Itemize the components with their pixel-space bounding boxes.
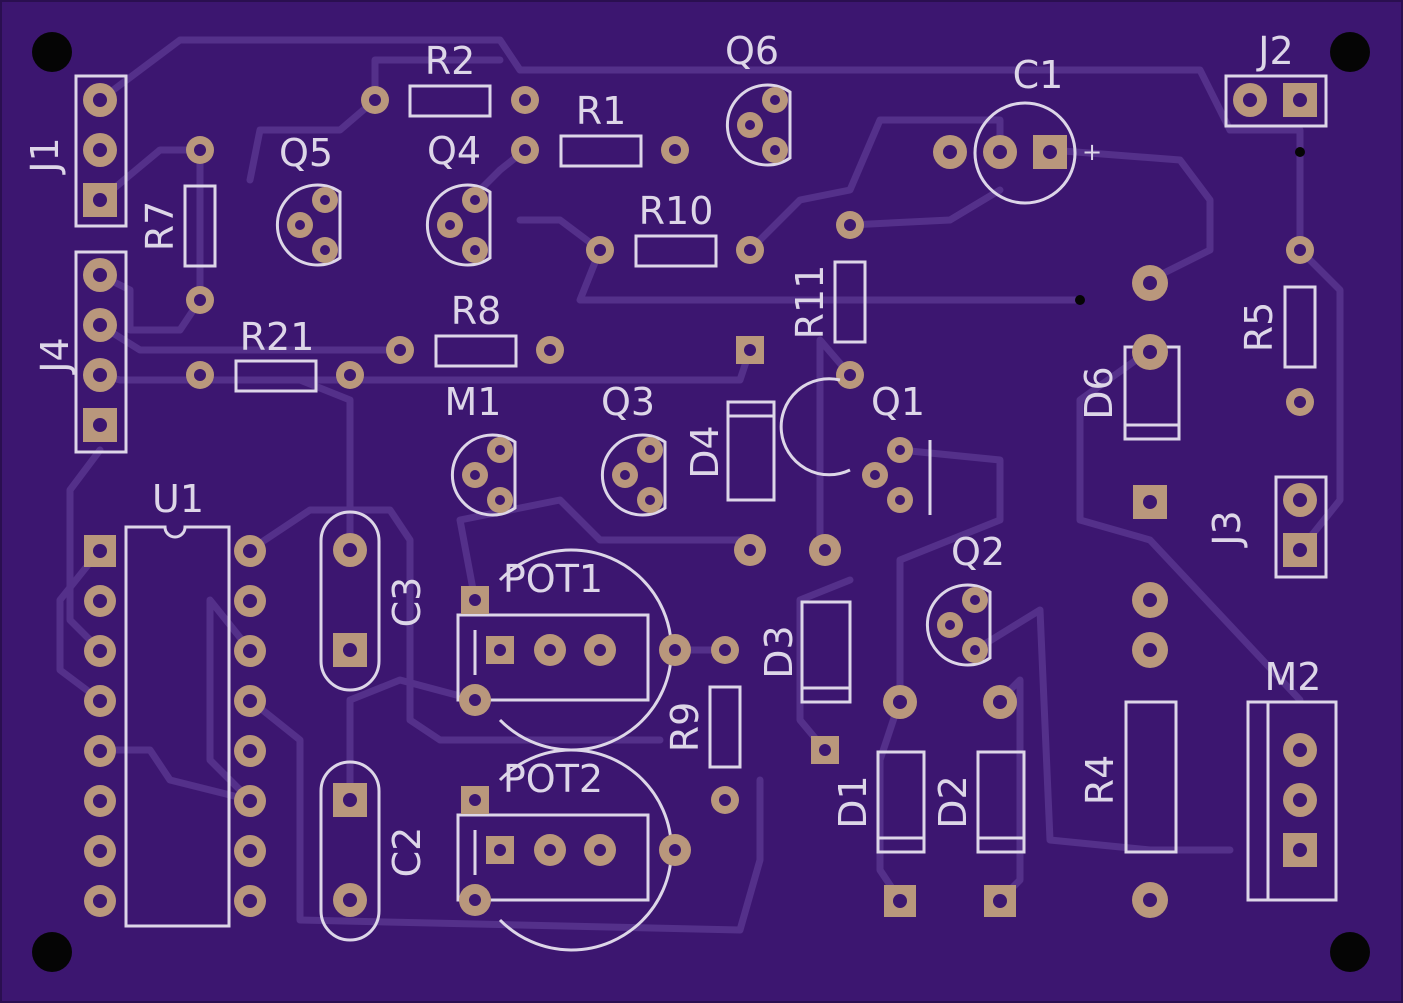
label-r1: R1 [576, 89, 627, 133]
label-d3: D3 [757, 625, 801, 678]
label-q3: Q3 [601, 380, 655, 424]
transistor-q5[interactable]: Q5 [275, 131, 342, 267]
connector-j2[interactable]: J2 [1224, 29, 1328, 128]
label-r2: R2 [425, 39, 476, 83]
label-pot1: POT1 [503, 557, 603, 601]
mounting-hole [1330, 32, 1370, 72]
resistor-r8[interactable]: R8 [386, 289, 564, 368]
label-q2: Q2 [951, 530, 1005, 574]
label-r21: R21 [240, 315, 315, 359]
label-q4: Q4 [427, 129, 481, 173]
transistor-q1[interactable]: Q1 [779, 377, 932, 515]
label-c2: C2 [385, 827, 429, 878]
label-q6: Q6 [725, 29, 779, 73]
label-q1: Q1 [871, 380, 925, 424]
capacitor-c2[interactable]: C2 [319, 760, 429, 942]
connector-j1[interactable]: J1 [23, 74, 128, 228]
resistor-r11[interactable]: R11 [788, 211, 867, 389]
label-d2: D2 [931, 775, 975, 828]
label-pot2: POT2 [503, 757, 603, 801]
potentiometer-pot2[interactable]: POT2 [456, 748, 691, 952]
label-r9: R9 [663, 702, 707, 753]
label-c3: C3 [385, 577, 429, 628]
label-r7: R7 [138, 201, 182, 252]
label-j1: J1 [23, 137, 67, 174]
connector-j3[interactable]: J3 [1205, 475, 1328, 579]
transistor-m1[interactable]: M1 [445, 380, 517, 517]
label-j4: J4 [33, 337, 77, 374]
via [1075, 295, 1085, 305]
label-r8: R8 [451, 289, 502, 333]
label-d6: D6 [1077, 366, 1121, 419]
mounting-hole [32, 32, 72, 72]
transistor-q3[interactable]: Q3 [601, 380, 667, 517]
diode-d1[interactable]: D1 [831, 685, 926, 917]
resistor-r5[interactable]: R5 [1237, 236, 1317, 416]
label-r10: R10 [639, 189, 714, 233]
label-r11: R11 [788, 265, 832, 340]
label-d1: D1 [831, 775, 875, 828]
diode-d3[interactable]: D3 [757, 600, 852, 764]
label-j3: J3 [1205, 510, 1249, 547]
capacitor-c3[interactable]: C3 [319, 510, 429, 692]
diode-d2[interactable]: D2 [931, 685, 1026, 917]
resistor-r7[interactable]: R7 [138, 136, 217, 314]
label-r5: R5 [1237, 302, 1281, 353]
resistor-r4[interactable]: R4 [1078, 582, 1178, 918]
capacitor-c1[interactable]: C1 + [933, 53, 1102, 205]
transistor-q4[interactable]: Q4 [425, 129, 492, 267]
label-j2: J2 [1256, 29, 1293, 73]
diode-d4[interactable]: D4 [683, 336, 841, 566]
c1-polarity-mark: + [1082, 138, 1102, 166]
via [1295, 147, 1305, 157]
label-m1: M1 [445, 380, 502, 424]
connector-j4[interactable]: J4 [33, 250, 128, 454]
label-m2: M2 [1265, 655, 1322, 699]
resistor-r21[interactable]: R21 [186, 315, 364, 393]
label-u1: U1 [152, 477, 204, 521]
resistor-r10[interactable]: R10 [586, 189, 764, 268]
potentiometer-pot1[interactable]: POT1 [456, 548, 691, 752]
transistor-q6[interactable]: Q6 [725, 29, 792, 167]
mounting-holes [32, 32, 1370, 972]
label-r4: R4 [1078, 755, 1122, 806]
label-d4: D4 [683, 425, 727, 478]
mounting-hole [1330, 932, 1370, 972]
resistor-r2[interactable]: R2 [361, 39, 539, 118]
ic-u1[interactable]: U1 [84, 477, 266, 928]
transistor-q2[interactable]: Q2 [925, 530, 1005, 667]
mounting-hole [32, 932, 72, 972]
label-c1: C1 [1013, 53, 1064, 97]
regulator-m2[interactable]: M2 [1246, 655, 1338, 902]
copper-traces [56, 36, 1344, 934]
resistor-r1[interactable]: R1 [511, 89, 689, 168]
label-q5: Q5 [279, 131, 333, 175]
diode-d6[interactable]: D6 [1077, 265, 1181, 519]
resistor-r9[interactable]: R9 [663, 636, 742, 814]
